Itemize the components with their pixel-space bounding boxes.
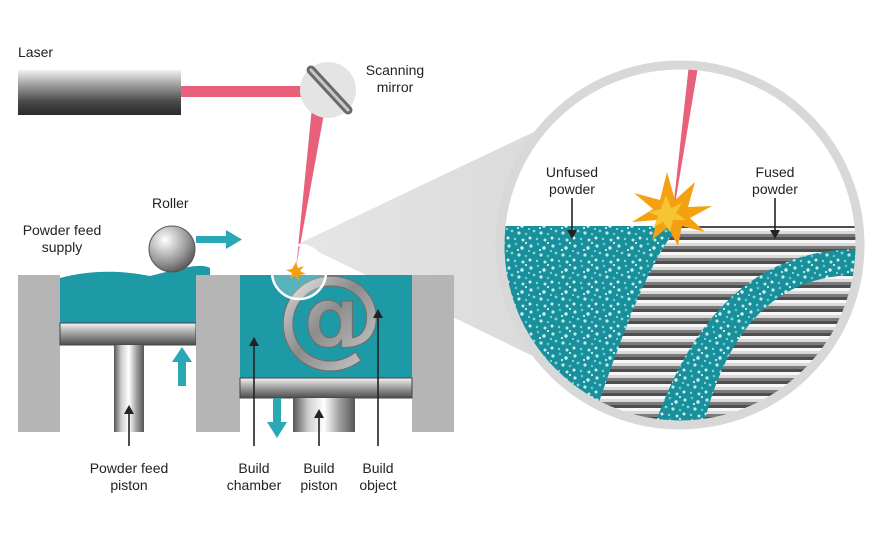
label-powder-feed-piston-line1: Powder feed xyxy=(89,460,169,476)
label-powder-feed-piston: Powder feed piston xyxy=(78,460,180,494)
label-build-piston-line1: Build xyxy=(303,460,335,476)
label-build-object: Build object xyxy=(352,460,404,494)
label-build-piston: Build piston xyxy=(291,460,347,494)
middle-wall xyxy=(196,275,240,432)
label-build-chamber: Build chamber xyxy=(218,460,290,494)
powder-feed-platform xyxy=(60,323,196,345)
build-object: @ xyxy=(275,253,384,378)
scanning-mirror xyxy=(300,62,356,118)
label-unfused-powder: Unfused powder xyxy=(532,164,612,198)
label-build-chamber-line2: chamber xyxy=(226,477,282,493)
svg-text:@: @ xyxy=(276,253,384,378)
roller xyxy=(148,225,196,273)
feed-up-arrow xyxy=(172,347,192,386)
label-unfused-powder-line1: Unfused xyxy=(545,164,599,180)
label-build-object-line2: object xyxy=(359,477,397,493)
roller-direction-arrow xyxy=(196,230,242,249)
label-fused-powder-line1: Fused xyxy=(755,164,795,180)
right-wall xyxy=(412,275,454,432)
label-build-object-line1: Build xyxy=(362,460,394,476)
magnified-view xyxy=(500,65,860,425)
powder-feed-supply xyxy=(60,265,210,323)
label-scanning-mirror-line2: mirror xyxy=(376,79,414,95)
left-wall xyxy=(18,275,60,432)
label-build-piston-line2: piston xyxy=(300,477,338,493)
label-laser: Laser xyxy=(18,44,54,60)
label-scanning-mirror-line1: Scanning xyxy=(365,62,425,78)
laser-source xyxy=(18,70,181,115)
label-roller: Roller xyxy=(152,195,189,211)
build-piston xyxy=(293,398,355,432)
build-down-arrow xyxy=(267,398,287,438)
label-build-chamber-line1: Build xyxy=(238,460,270,476)
label-powder-feed-piston-line2: piston xyxy=(110,477,148,493)
pointer-lines xyxy=(124,198,780,446)
laser-beam-horizontal xyxy=(181,86,324,97)
laser-beam-down xyxy=(296,97,327,268)
label-scanning-mirror: Scanning mirror xyxy=(358,62,432,96)
label-unfused-powder-line2: powder xyxy=(549,181,595,197)
build-platform xyxy=(240,378,412,398)
label-powder-feed-supply: Powder feed supply xyxy=(14,222,110,256)
label-powder-feed-supply-line2: supply xyxy=(41,239,83,255)
label-fused-powder: Fused powder xyxy=(740,164,810,198)
label-powder-feed-supply-line1: Powder feed xyxy=(22,222,102,238)
laser-spark-small xyxy=(286,262,306,281)
build-chamber-powder xyxy=(240,275,412,378)
label-fused-powder-line2: powder xyxy=(752,181,798,197)
magnifier-ring xyxy=(495,60,865,430)
